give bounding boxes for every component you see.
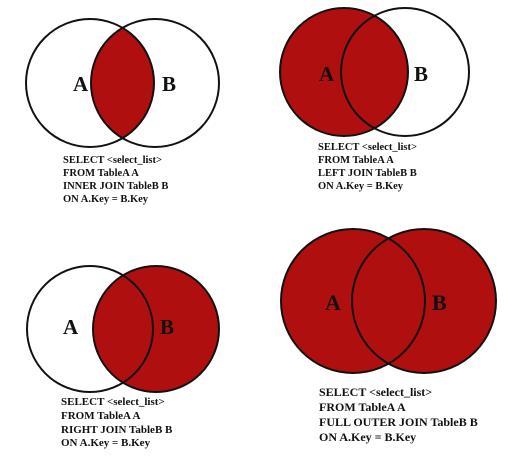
sql-line: ON A.Key = B.Key: [319, 430, 417, 444]
right-join-venn: A B: [26, 265, 220, 393]
left-circle-a: [279, 7, 409, 137]
sql-line: FROM TableA A: [318, 155, 394, 167]
left-label-b: B: [414, 62, 428, 86]
sql-line: FROM TableA A: [63, 168, 139, 180]
sql-line: SELECT <select_list>: [61, 396, 165, 408]
full-join-sql: SELECT <select_list> FROM TableA A FULL …: [319, 385, 478, 445]
right-label-b: B: [160, 315, 174, 339]
full-label-a: A: [325, 290, 341, 315]
sql-line: SELECT <select_list>: [63, 155, 162, 166]
sql-line: INNER JOIN TableB B: [63, 181, 169, 193]
left-circle-b: [340, 7, 470, 137]
left-join-venn: A B: [279, 7, 470, 137]
left-circle-a-fill: [280, 8, 408, 136]
inner-label-a: A: [73, 72, 89, 96]
left-label-a: A: [319, 62, 335, 86]
right-circle-b-fill: [93, 266, 219, 392]
full-label-b: B: [432, 290, 447, 315]
full-circle-a: [280, 228, 426, 374]
sql-line: RIGHT JOIN TableB B: [61, 423, 173, 436]
full-circle-b: [351, 228, 497, 374]
sql-line: FROM TableA A: [319, 400, 406, 414]
left-join-sql: SELECT <select_list> FROM TableA A LEFT …: [318, 141, 417, 194]
right-circle-a: [26, 265, 154, 393]
sql-line: ON A.Key = B.Key: [63, 194, 149, 206]
full-join-venn: A B: [280, 228, 497, 374]
right-circle-b: [92, 265, 220, 393]
sql-line: FULL OUTER JOIN TableB B: [319, 415, 478, 429]
inner-circle-a: [25, 18, 155, 148]
sql-line: ON A.Key = B.Key: [318, 181, 404, 193]
inner-join-venn: A B: [25, 18, 220, 148]
inner-label-b: B: [162, 72, 176, 96]
sql-line: FROM TableA A: [61, 409, 141, 422]
right-join-sql: SELECT <select_list> FROM TableA A RIGHT…: [61, 396, 172, 451]
inner-circle-b: [90, 18, 220, 148]
inner-intersection-fill: [91, 19, 154, 147]
right-label-a: A: [63, 315, 79, 339]
inner-join-sql: SELECT <select_list> FROM TableA A INNER…: [63, 154, 168, 207]
sql-line: LEFT JOIN TableB B: [318, 168, 417, 180]
sql-line: ON A.Key = B.Key: [61, 437, 151, 450]
sql-line: SELECT <select_list>: [319, 385, 433, 399]
sql-line: SELECT <select_list>: [318, 142, 417, 153]
